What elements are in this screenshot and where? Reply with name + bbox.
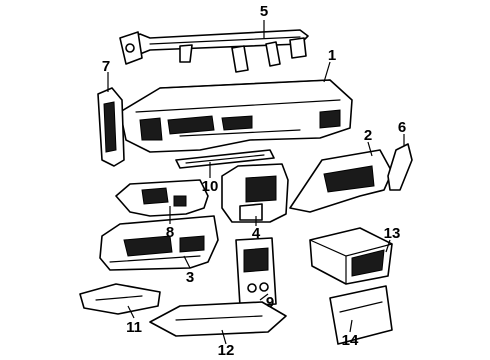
callout-5: 5	[260, 3, 268, 20]
part-center-bezel	[221, 163, 289, 223]
callout-10: 10	[202, 178, 219, 195]
callout-8: 8	[166, 224, 174, 241]
callout-1: 1	[328, 47, 336, 64]
callout-3: 3	[186, 269, 194, 286]
callout-2: 2	[364, 127, 372, 144]
callout-7: 7	[102, 58, 110, 75]
part-cluster-bezel	[115, 179, 209, 217]
leader-lines	[107, 20, 405, 345]
part-lower-left-panel	[99, 215, 219, 271]
callout-6: 6	[398, 119, 406, 136]
part-trim-strip	[175, 149, 275, 169]
part-instrument-panel	[119, 79, 353, 153]
part-left-bracket	[97, 87, 125, 167]
part-control-faceplate	[235, 237, 277, 307]
callout-9: 9	[266, 294, 274, 311]
callout-labels: 5 1 7 2 6 10 8 4 13 3 9 11 12 14	[102, 3, 406, 359]
part-right-frame	[289, 149, 393, 213]
part-cross-car-beam	[119, 29, 309, 73]
callout-13: 13	[384, 225, 401, 242]
callout-14: 14	[342, 332, 359, 349]
part-center-lower-cover	[149, 301, 287, 337]
part-glove-box-door	[329, 285, 393, 345]
part-right-end-cap	[387, 143, 413, 191]
callout-4: 4	[252, 225, 261, 242]
callout-12: 12	[218, 342, 235, 359]
callout-11: 11	[126, 319, 142, 336]
part-glove-box-bin	[309, 227, 393, 285]
part-left-lower-cover	[79, 283, 161, 315]
